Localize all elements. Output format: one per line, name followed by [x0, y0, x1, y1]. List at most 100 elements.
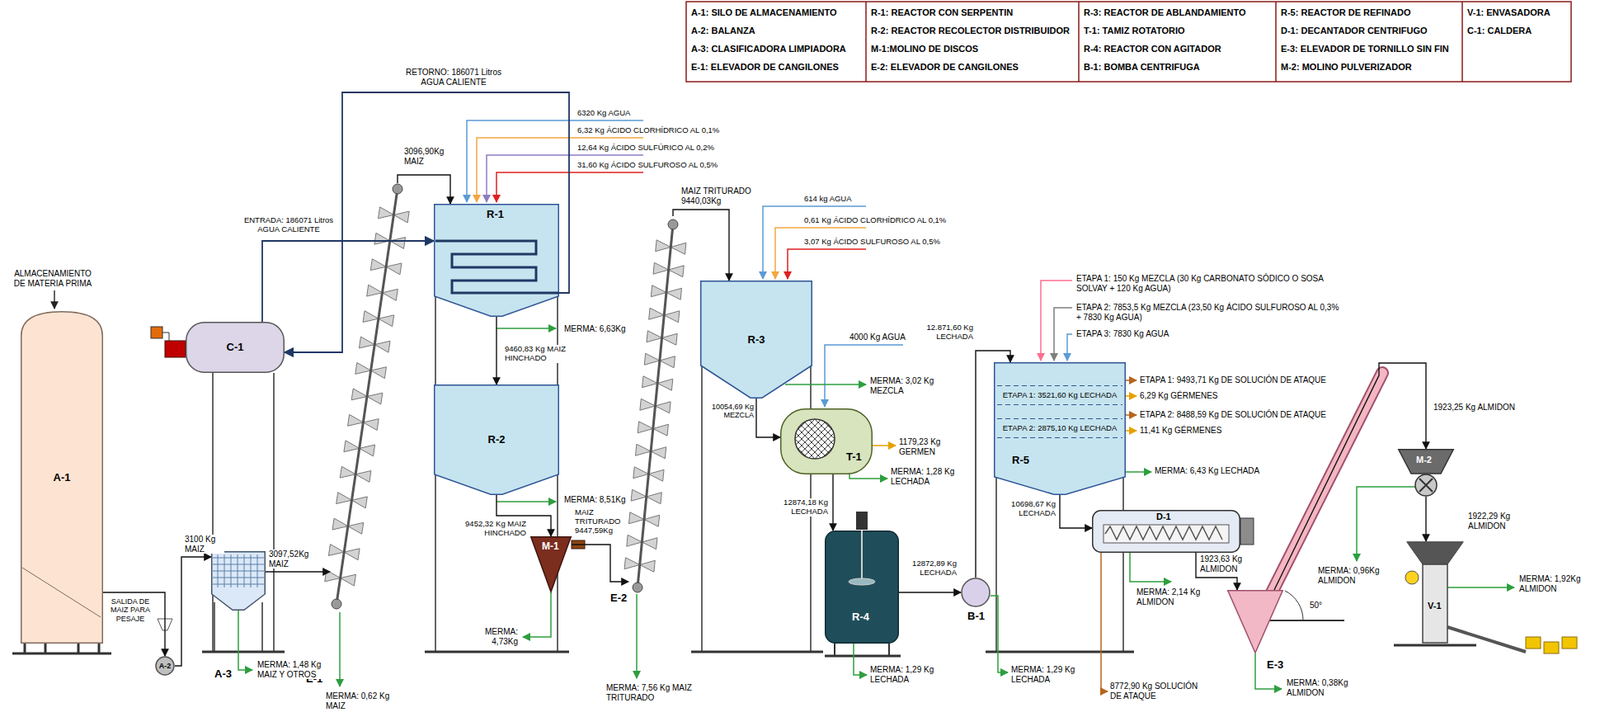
- shape-outline: [1227, 589, 1284, 654]
- equipment-code: E-2: [610, 592, 627, 605]
- stream-label: ETAPA 2: 7853,5 Kg MEZCLA (23,50 Kg ÁCID…: [1076, 302, 1341, 322]
- stream-label: ENTRADA: 186071 Litros AGUA CALIENTE: [239, 216, 339, 235]
- stream-label: ETAPA 2: 8488,59 Kg DE SOLUCIÓN DE ATAQU…: [1139, 409, 1327, 420]
- stream-label: SALIDA DE MAIZ PARA PESAJE: [103, 597, 157, 623]
- screw-elevator: E-3: [1227, 589, 1284, 654]
- stream-label: 6320 Kg AGUA: [577, 108, 631, 118]
- equipment-key: M-1:MOLINO DE DISCOS: [870, 43, 979, 55]
- flow-connector: [756, 398, 781, 438]
- flow-connector: [898, 591, 961, 593]
- stream-label: 1923,63 Kg ALMIDON: [1200, 554, 1252, 574]
- stream-label: 6,29 Kg GÉRMENES: [1139, 390, 1218, 401]
- equipment-code: R-1: [486, 208, 504, 222]
- stream-label: ETAPA 1: 9493,71 Kg DE SOLUCIÓN DE ATAQU…: [1139, 375, 1327, 386]
- equipment-key: R-2: REACTOR RECOLECTOR DISTRIBUIDOR: [870, 25, 1070, 37]
- flow-connector: [1059, 494, 1092, 528]
- equipment-key: E-2: ELEVADOR DE CANGILONES: [870, 61, 1019, 73]
- stream-label: 6,32 Kg ÁCIDO CLORHÍDRICO AL 0,1%: [577, 126, 720, 136]
- stage-label: ETAPA 2: 2875,10 Kg LECHADA: [1002, 423, 1118, 433]
- equipment-code: A-3: [214, 668, 232, 681]
- stream-label: 12872,89 Kg LECHADA: [902, 559, 957, 578]
- equipment-key: M-2: MOLINO PULVERIZADOR: [1280, 61, 1412, 73]
- equipment-key: R-5: REACTOR DE REFINADO: [1280, 7, 1411, 19]
- hot-water-line: [262, 240, 434, 322]
- pulverizer-mill: M-2: [1397, 448, 1455, 497]
- equipment-code: D-1: [1156, 511, 1172, 523]
- stream-label: MERMA: 1,29 Kg LECHADA: [1011, 664, 1094, 684]
- stream-label: 12874,18 Kg LECHADA: [771, 498, 829, 517]
- equipment-code: R-5: [1011, 454, 1030, 467]
- stream-label: 1923,25 Kg ALMIDON: [1433, 402, 1516, 413]
- stream-label: MERMA: 3,02 Kg MEZCLA: [870, 376, 953, 396]
- flow-connector: [1274, 362, 1426, 590]
- cleaner-classifier: A-3: [211, 550, 266, 611]
- packer-motor: [1405, 570, 1419, 584]
- stream-label: 0,61 Kg ÁCIDO CLORHÍDRICO AL 0,1%: [804, 216, 946, 226]
- coil-reactor: R-1: [433, 203, 560, 317]
- storage-silo: A-1: [20, 310, 104, 644]
- stream-label: 3,07 Kg ÁCIDO SULFUROSO AL 0,5%: [804, 237, 941, 247]
- stream-label: MERMA: 1,92Kg ALMIDON: [1519, 574, 1592, 593]
- flow-connector: [397, 174, 451, 204]
- equipment-code: R-2: [488, 433, 506, 447]
- stream-label: MERMA: 6,63Kg: [564, 324, 626, 335]
- stream-label: 4000 Kg AGUA: [849, 332, 906, 343]
- equipment-key: E-3: ELEVADOR DE TORNILLO SIN FIN: [1280, 43, 1450, 55]
- stream-label: MERMA: 2,14 Kg ALMIDON: [1136, 587, 1219, 607]
- disc-mill: M-1: [530, 536, 572, 593]
- stream-label: 9460,83 Kg MAIZ HINCHADO: [504, 344, 570, 363]
- flow-connector: [832, 474, 833, 531]
- equipment-code: A-2: [159, 661, 172, 670]
- equipment-key: B-1: BOMBA CENTRIFUGA: [1083, 61, 1200, 73]
- packing-machine: V-1: [1406, 541, 1464, 644]
- stream-label: MERMA: 0,96Kg ALMIDON: [1317, 565, 1394, 585]
- stream-label: 50°: [1309, 600, 1323, 611]
- flow-connector: [571, 544, 629, 582]
- bucket-chain: [624, 219, 687, 593]
- equipment-key: E-1: ELEVADOR DE CANGILONES: [691, 61, 839, 73]
- stream-label: MERMA: 1,48 Kg MAIZ Y OTROS: [257, 659, 325, 679]
- flow-connector: [103, 592, 165, 656]
- centrifugal-decanter: D-1: [1091, 509, 1241, 553]
- centrifugal-pump: B-1: [960, 577, 991, 608]
- equipment-code: E-3: [1266, 658, 1284, 672]
- equipment-code: C-1: [226, 341, 245, 354]
- equipment-key: A-2: BALANZA: [691, 25, 756, 37]
- stream-label: 1922,29 Kg ALMIDON: [1468, 511, 1520, 531]
- equipment-code: A-1: [53, 470, 71, 484]
- shape-outline: [329, 183, 406, 614]
- equipment-key: R-1: REACTOR CON SERPENTIN: [870, 7, 1013, 19]
- stream-label: MERMA: 8,51Kg: [564, 494, 626, 505]
- stage-label: ETAPA 1: 3521,60 Kg LECHADA: [1002, 390, 1118, 400]
- bucket-elevator: E-1: [329, 183, 406, 614]
- stream-label: MERMA: 0,38Kg ALMIDON: [1286, 677, 1363, 697]
- stream-label: MAIZ TRITURADO 9447,59Kg: [574, 508, 626, 536]
- stream-label: 1179,23 Kg GERMEN: [898, 437, 954, 457]
- equipment-key: C-1: CALDERA: [1467, 25, 1532, 37]
- equipment-code: V-1: [1427, 600, 1442, 612]
- equipment-key: A-1: SILO DE ALMACENAMIENTO: [691, 7, 838, 19]
- bucket-elevator: E-2: [628, 216, 680, 596]
- boiler: C-1: [185, 321, 285, 373]
- shape-outline: [433, 203, 560, 317]
- stream-label: MAIZ TRITURADO 9440,03Kg: [681, 186, 758, 206]
- stream-label: 3097,52Kg MAIZ: [268, 549, 320, 569]
- stream-label: ETAPA 3: 7830 Kg AGUA: [1076, 329, 1169, 339]
- equipment-code: T-1: [846, 451, 862, 464]
- flow-connector: [1425, 496, 1426, 542]
- reactor-stage: ETAPA 1: 3521,60 Kg LECHADA: [997, 385, 1123, 405]
- stream-label: 12.871,60 Kg LECHADA: [920, 323, 974, 342]
- equipment-key: A-3: CLASIFICADORA LIMPIADORA: [691, 43, 847, 55]
- equipment-key: V-1: ENVASADORA: [1467, 7, 1551, 19]
- stream-label: MERMA: 1,29 Kg LECHADA: [870, 664, 953, 684]
- flow-connector: [495, 316, 497, 385]
- stream-label: 11,41 Kg GÉRMENES: [1139, 425, 1222, 436]
- stream-label: 614 kg AGUA: [804, 194, 852, 204]
- stream-label: 9452,32 Kg MAIZ HINCHADO: [458, 519, 527, 538]
- equipment-code: B-1: [967, 610, 985, 623]
- equipment-key: R-4: REACTOR CON AGITADOR: [1083, 43, 1222, 55]
- refining-reactor: R-5 ETAPA 1: 3521,60 Kg LECHADA ETAPA 2: 2…: [993, 362, 1126, 495]
- distributor-reactor: R-2: [433, 384, 560, 495]
- stream-label: MERMA: 0,62 Kg MAIZ: [325, 691, 400, 711]
